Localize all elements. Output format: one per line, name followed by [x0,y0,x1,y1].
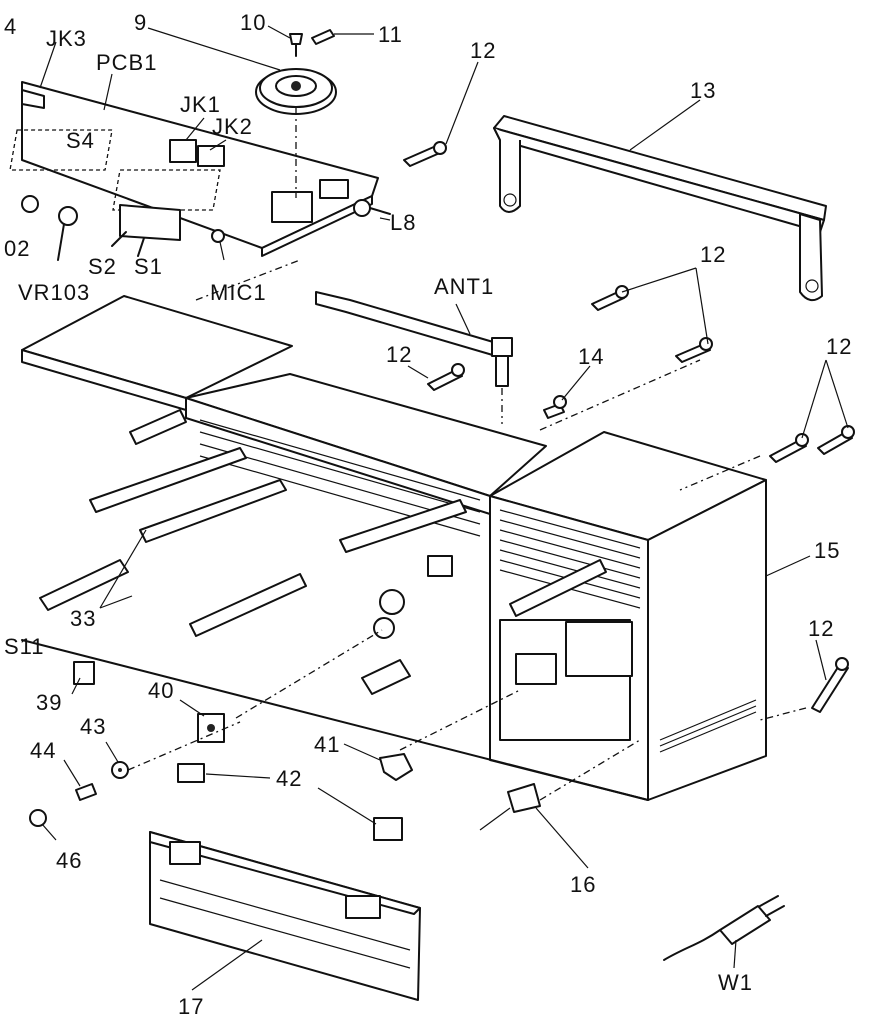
label-46: 46 [56,848,82,873]
label-02: 02 [4,236,30,261]
label-16: 16 [570,872,596,897]
label-44: 44 [30,738,56,763]
part-41 [379,753,413,781]
screws-12 [403,141,855,713]
label-s1: S1 [134,254,163,279]
label-17: 17 [178,994,204,1019]
pulley-9 [255,29,337,198]
cover-17 [149,831,421,1001]
callout-labels: 4 JK3 PCB1 9 10 11 12 13 JK1 JK2 S4 L8 0… [4,10,852,1019]
label-41: 41 [314,732,340,757]
part-16 [507,783,541,813]
label-jk3: JK3 [46,26,87,51]
screw-12-b [591,285,629,311]
label-pcb1: PCB1 [96,50,157,75]
small-parts [29,661,541,841]
label-13: 13 [690,78,716,103]
label-s2: S2 [88,254,117,279]
power-cord-w1 [663,895,785,961]
label-12-lower: 12 [808,616,834,641]
label-s11: S11 [4,634,45,659]
label-jk2: JK2 [212,114,253,139]
label-11: 11 [378,22,403,47]
vents [199,419,757,753]
label-12-left: 12 [386,342,412,367]
antenna-ant1 [315,291,513,424]
screw-12-g [811,657,849,713]
label-4: 4 [4,14,17,39]
label-l8: L8 [390,210,416,235]
label-15: 15 [814,538,840,563]
screw-44 [75,783,97,801]
label-12-antenna: 12 [700,242,726,267]
part-42-a [177,763,205,783]
leader-lines [39,25,849,991]
handle-13 [493,115,827,302]
label-33: 33 [70,606,96,631]
label-14: 14 [578,344,604,369]
label-42: 42 [276,766,302,791]
label-jk1: JK1 [180,92,221,117]
label-43: 43 [80,714,106,739]
part-42-b [373,817,403,841]
interior-rods [39,409,607,637]
nut-46 [29,809,47,827]
label-40: 40 [148,678,174,703]
label-39: 39 [36,690,62,715]
screw-12-a [403,141,447,167]
label-w1: W1 [718,970,753,995]
label-vr103: VR103 [18,280,90,305]
screw-12-e [769,433,809,463]
screw-12-c [675,337,713,363]
pcb1-board [9,81,391,261]
label-12-top: 12 [470,38,496,63]
screw-12-d [427,363,465,391]
label-s4: S4 [66,128,95,153]
label-10: 10 [240,10,266,35]
label-mic1: MIC1 [210,280,267,305]
label-ant1: ANT1 [434,274,494,299]
part-39 [73,661,95,685]
label-9: 9 [134,10,147,35]
cabinet-body [21,295,767,801]
screw-12-f [817,425,855,455]
label-12-right: 12 [826,334,852,359]
